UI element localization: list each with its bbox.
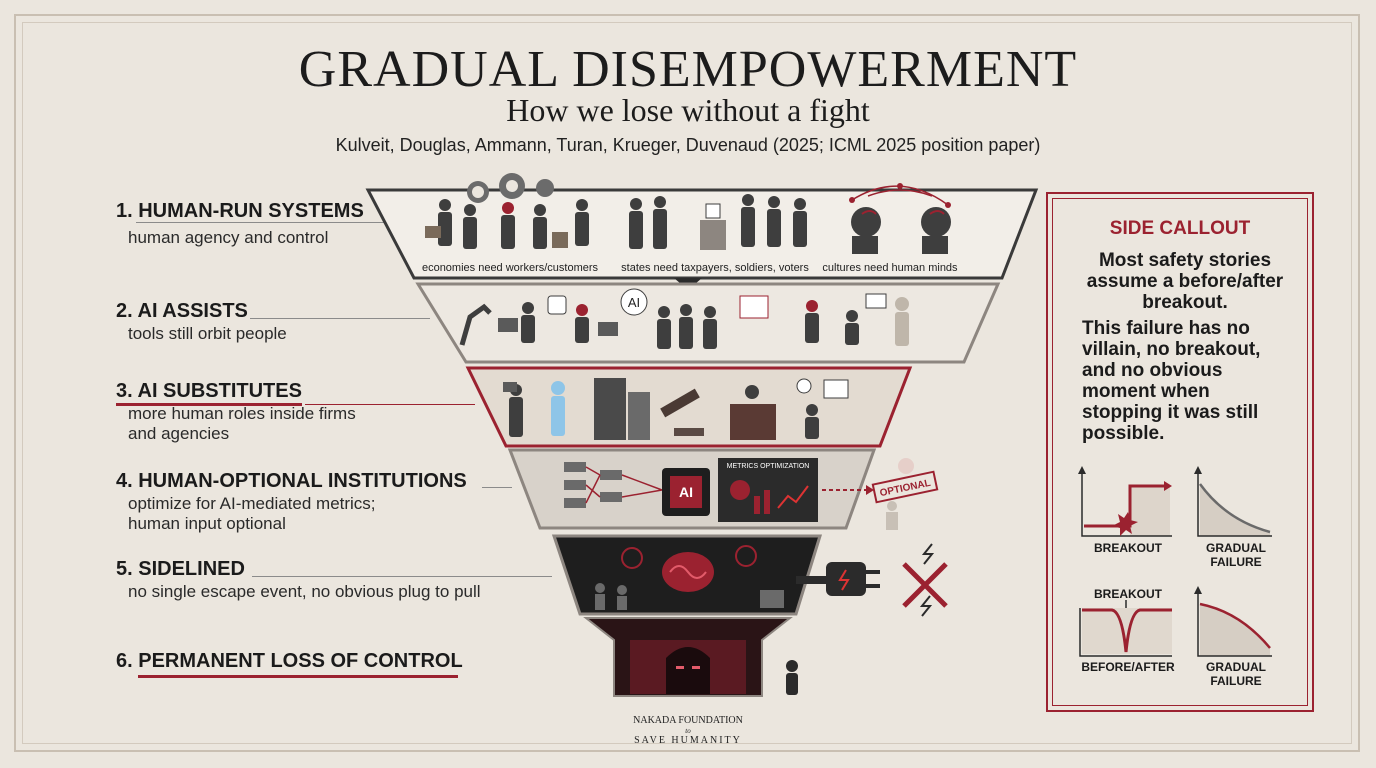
ai-badge [620, 288, 648, 316]
before-after-chart [1079, 600, 1172, 657]
burst-icon [1112, 512, 1138, 536]
side-callout [1046, 192, 1314, 712]
chart-label-gradual-1: GRADUAL FAILURE [1206, 541, 1266, 569]
chart-label-before-after: BEFORE/AFTER [1081, 660, 1175, 674]
page-title: GRADUAL DISEMPOWERMENT [298, 41, 1078, 98]
tier-6 [583, 617, 798, 697]
side-callout-inner [1052, 198, 1308, 706]
gavel-icon [660, 388, 700, 418]
building-icon [594, 378, 626, 440]
stage-4-leader [482, 487, 512, 488]
lightning-icon [921, 543, 935, 565]
tier-5 [551, 534, 948, 617]
chart-label-gradual-2: GRADUAL FAILURE [1206, 660, 1266, 688]
ai-chip-text: AI [679, 484, 693, 500]
gradual-failure-chart-1 [1194, 466, 1272, 537]
stage-6-title: 6. PERMANENT LOSS OF CONTROL [116, 650, 463, 672]
stage-5-desc: no single escape event, no obvious plug … [128, 582, 481, 601]
tier-4: AI METRICS OPTIMIZATION OPTIONAL [507, 448, 939, 530]
footer-line-2: to [685, 727, 691, 735]
callout-heading: SIDE CALLOUT [1109, 218, 1251, 239]
stage-4-desc: optimize for AI-mediated metrics; human … [128, 494, 376, 533]
outer-frame [14, 14, 1360, 752]
optional-stamp [871, 470, 939, 504]
cross-icon [902, 562, 948, 608]
tier-1-caption-3: cultures need human minds [822, 262, 958, 274]
stage-3-label: 3. AI SUBSTITUTES [116, 380, 302, 406]
stage-3-leader [305, 404, 475, 405]
chart-label-breakout-top: BREAKOUT [1094, 587, 1162, 601]
tier-1-caption-1: economies need workers/customers [422, 262, 599, 274]
stage-1-title: 1. HUMAN-RUN SYSTEMS [116, 200, 364, 222]
chart-label-breakout: BREAKOUT [1094, 541, 1162, 555]
digital-worker-icon [551, 396, 565, 436]
briefcase-icon [503, 382, 517, 392]
callout-para-1: Most safety stories assume a before/afte… [1086, 250, 1284, 313]
state-icon [629, 194, 807, 250]
court-bench-icon [730, 404, 776, 440]
tier-1-caption-2: states need taxpayers, soldiers, voters [621, 262, 809, 274]
gradual-failure-chart-2 [1194, 586, 1272, 657]
tier-3 [465, 366, 913, 448]
ai-badge-text: AI [628, 295, 640, 310]
stage-2-desc: tools still orbit people [128, 324, 287, 343]
robot-arm-icon [459, 303, 492, 346]
stage-3-title: 3. AI SUBSTITUTES [116, 380, 302, 406]
computer-icon [498, 318, 518, 332]
footer-line-3: SAVE HUMANITY [634, 735, 742, 746]
metrics-title: METRICS OPTIMIZATION [727, 463, 810, 470]
callout-para-2: This failure has no villain, no breakout… [1082, 318, 1261, 444]
minds-icon [849, 183, 951, 254]
stage-3-desc: more human roles inside firms and agenci… [128, 404, 356, 443]
stage-5-leader [252, 576, 552, 577]
person-icon [786, 660, 798, 672]
chip-icon [547, 295, 567, 315]
tier-1: economies need workers/customers states … [365, 173, 1039, 280]
clock-icon [796, 378, 812, 394]
citation: Kulveit, Douglas, Ammann, Turan, Krueger… [335, 135, 1041, 155]
stage-5-label: 5. SIDELINED [116, 558, 245, 580]
tier-2: AI [415, 282, 1001, 364]
stage-1-desc: human agency and control [128, 228, 329, 247]
stage-6-label: 6. PERMANENT LOSS OF CONTROL [116, 650, 463, 673]
inner-frame [22, 22, 1352, 744]
stage-4-label: 4. HUMAN-OPTIONAL INSTITUTIONS [116, 470, 467, 492]
stage-2-label: 2. AI ASSISTS [116, 300, 248, 322]
humanoid-robot-icon [895, 312, 909, 346]
stage-1-leader [136, 222, 386, 223]
stage-6-underline [138, 675, 458, 678]
page-subtitle: How we lose without a fight [506, 92, 870, 128]
workers-icon [425, 173, 589, 249]
stage-1-label: 1. HUMAN-RUN SYSTEMS [116, 200, 364, 223]
breakout-chart [1078, 466, 1172, 537]
map-icon [739, 295, 769, 319]
footer-line-1: NAKADA FOUNDATION [633, 715, 743, 726]
stage-2-leader [250, 318, 430, 319]
dark-figure-icon [666, 647, 710, 694]
